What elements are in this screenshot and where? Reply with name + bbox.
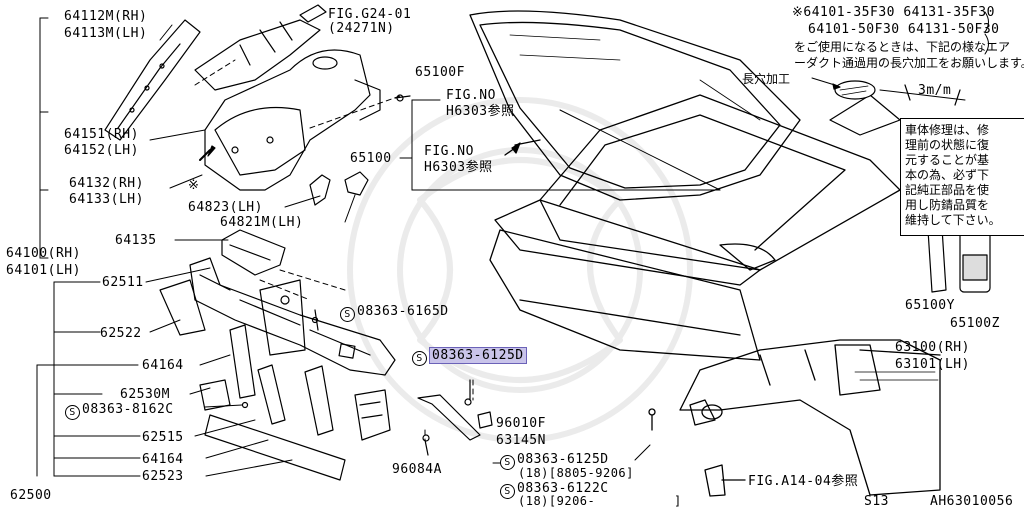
fig-ref-no-2[interactable]: FIG.NO bbox=[424, 144, 474, 159]
fig-ref-no-1-sub: H6303参照 bbox=[446, 104, 515, 119]
part-63101: 63101(LH) bbox=[895, 357, 970, 372]
dimension-label: 3m/m bbox=[918, 83, 952, 98]
core-support bbox=[159, 257, 396, 481]
part-64164-b: 64164 bbox=[142, 452, 184, 467]
part-62522: 62522 bbox=[100, 326, 142, 341]
fig-ref-no-1[interactable]: FIG.NO bbox=[446, 88, 496, 103]
part-62523: 62523 bbox=[142, 469, 184, 484]
bolt-number: 08363-6165D bbox=[357, 304, 449, 319]
repair-note-line: 理前の状態に復 bbox=[905, 138, 990, 152]
repair-note-line: 維持して下さい。 bbox=[905, 213, 1001, 227]
repair-note-line: 元することが基 bbox=[905, 153, 990, 167]
part-64101: 64101(LH) bbox=[6, 263, 81, 278]
part-64132: 64132(RH) bbox=[69, 176, 144, 191]
dashed-guides bbox=[194, 59, 474, 441]
fig-ref-g24[interactable]: FIG.G24-01 bbox=[328, 7, 412, 22]
star-mark: ※ bbox=[188, 178, 200, 193]
s-symbol-icon: S bbox=[500, 455, 515, 470]
part-64100: 64100(RH) bbox=[6, 246, 81, 261]
part-64112: 64112M(RH) bbox=[64, 9, 148, 24]
bolt-number: 08363-6125D bbox=[517, 452, 609, 467]
bracket-64100 bbox=[39, 17, 356, 259]
part-64151: 64151(RH) bbox=[64, 127, 139, 142]
note-part-numbers-1: ※64101-35F30 64131-35F30 bbox=[792, 5, 995, 20]
bolt-6125-range: (18)[8805-9206] bbox=[518, 466, 634, 480]
fig-ref-a14[interactable]: FIG.A14-04参照 bbox=[748, 474, 859, 489]
highlighted-part-number[interactable]: 08363-6125D bbox=[429, 347, 527, 364]
note-instruction-1: をご使用になるときは、下記の様なエア bbox=[794, 40, 1011, 54]
part-65100y: 65100Y bbox=[905, 298, 955, 313]
part-64821: 64821M(LH) bbox=[220, 215, 304, 230]
part-64135: 64135 bbox=[115, 233, 157, 248]
part-63100: 63100(RH) bbox=[895, 340, 970, 355]
note-part-numbers-2: 64101-50F30 64131-50F30 bbox=[808, 22, 1000, 37]
part-62500: 62500 bbox=[10, 488, 52, 503]
apron-part bbox=[104, 4, 381, 191]
s-symbol-icon: S bbox=[500, 484, 515, 499]
bolt-number: 08363-8162C bbox=[82, 402, 174, 417]
car-body bbox=[469, 10, 941, 497]
part-63145n: 63145N bbox=[496, 433, 546, 448]
part-64823: 64823(LH) bbox=[188, 200, 263, 215]
bracket-62500 bbox=[36, 267, 293, 477]
hole-label: 長穴加工 bbox=[742, 72, 791, 86]
repair-note-box: 車体修理は、修 理前の状態に復 元することが基 本の為、必ず下 記純正部品を使 … bbox=[900, 118, 1024, 236]
part-64113: 64113M(LH) bbox=[64, 26, 148, 41]
note-instruction-2: ーダクト通過用の長穴加工をお願いします。 bbox=[794, 56, 1024, 70]
repair-note-line: 車体修理は、修 bbox=[905, 123, 990, 137]
part-62515: 62515 bbox=[142, 430, 184, 445]
fig-ref-no-2-sub: H6303参照 bbox=[424, 160, 493, 175]
repair-note-line: 本の為、必ず下 bbox=[905, 168, 990, 182]
s-symbol-icon: S bbox=[412, 351, 427, 366]
bolt-number: 08363-6122C bbox=[517, 481, 609, 496]
plate-64135 bbox=[221, 229, 286, 276]
part-64152: 64152(LH) bbox=[64, 143, 139, 158]
bracket-65100 bbox=[399, 99, 721, 191]
part-96084a: 96084A bbox=[392, 462, 442, 477]
hood-rod bbox=[417, 379, 493, 456]
repair-note-line: 記純正部品を使 bbox=[905, 183, 990, 197]
footer-code: AH63010056 bbox=[930, 494, 1014, 509]
part-64133: 64133(LH) bbox=[69, 192, 144, 207]
part-65100z: 65100Z bbox=[950, 316, 1000, 331]
bolt-6122-range: (18)[9206- bbox=[518, 494, 596, 508]
small-brackets bbox=[309, 94, 411, 206]
note-bracket bbox=[984, 11, 989, 55]
footer-section: S13 bbox=[864, 494, 889, 509]
s-symbol-icon: S bbox=[340, 307, 355, 322]
part-62511: 62511 bbox=[102, 275, 144, 290]
bottom-leaders bbox=[492, 444, 651, 464]
bolt-6122-range-close: ] bbox=[674, 494, 682, 508]
s-symbol-icon: S bbox=[65, 405, 80, 420]
watermark-emblem bbox=[347, 97, 693, 443]
repair-note-line: 用し防錆品質を bbox=[905, 198, 990, 212]
part-62530: 62530M bbox=[120, 387, 170, 402]
part-64164-a: 64164 bbox=[142, 358, 184, 373]
part-65100f: 65100F bbox=[415, 65, 465, 80]
fig-ref-g24-sub: (24271N) bbox=[328, 21, 395, 36]
part-96010f: 96010F bbox=[496, 416, 546, 431]
part-65100: 65100 bbox=[350, 151, 392, 166]
